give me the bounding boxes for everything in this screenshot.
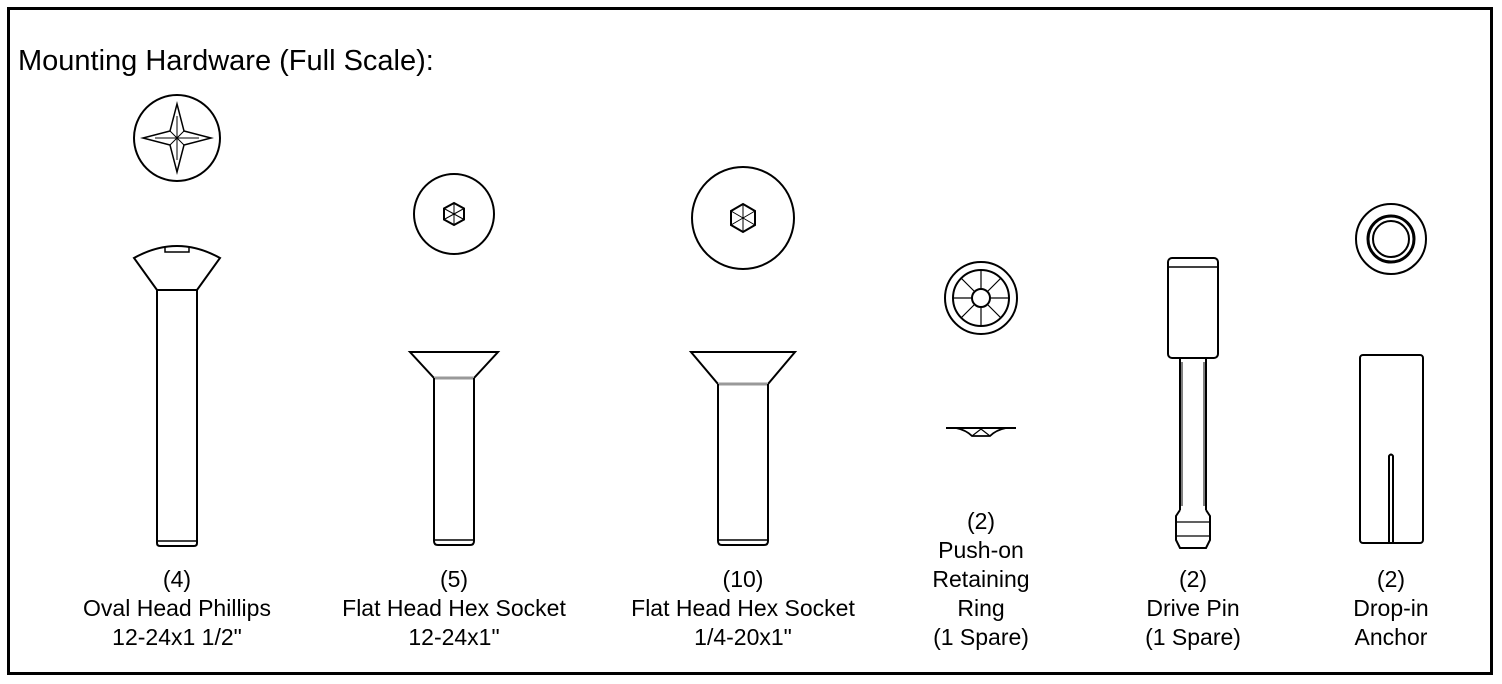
push-on-retaining-ring-icon (944, 261, 1018, 437)
label-name: Flat Head Hex Socket (342, 595, 566, 621)
label-size: 12-24x1 1/2" (112, 624, 242, 650)
label-name: Drive Pin (1146, 595, 1240, 621)
label-retaining-ring: (2) Push-on Retaining Ring (1 Spare) (932, 507, 1029, 652)
label-flat-head-hex-large: (10) Flat Head Hex Socket 1/4-20x1" (631, 565, 855, 652)
label-name: Oval Head Phillips (83, 595, 271, 621)
diagram-frame (7, 7, 1493, 675)
drop-in-anchor-icon (1355, 203, 1427, 544)
label-qty: (10) (722, 566, 764, 592)
label-size: 12-24x1" (408, 624, 500, 650)
label-drive-pin: (2) Drive Pin (1 Spare) (1145, 565, 1241, 652)
label-name-line1: Push-on (938, 537, 1024, 563)
label-qty: (4) (162, 566, 192, 592)
label-oval-head-phillips: (4) Oval Head Phillips 12-24x1 1/2" (83, 565, 271, 652)
label-name-line1: Drop-in (1353, 595, 1429, 621)
flat-head-hex-socket-screw-small-icon (407, 173, 501, 546)
label-size: 1/4-20x1" (694, 624, 792, 650)
label-spare: (1 Spare) (933, 624, 1029, 650)
label-drop-in-anchor: (2) Drop-in Anchor (1353, 565, 1428, 652)
label-name-line3: Ring (957, 595, 1005, 621)
label-qty: (2) (966, 508, 996, 534)
oval-head-phillips-screw-icon (132, 94, 222, 547)
diagram-title: Mounting Hardware (Full Scale): (18, 45, 434, 77)
label-qty: (5) (439, 566, 469, 592)
flat-head-hex-socket-screw-large-icon (688, 166, 798, 546)
label-spare: (1 Spare) (1145, 624, 1241, 650)
label-name: Flat Head Hex Socket (631, 595, 855, 621)
label-name-line2: Retaining (932, 566, 1030, 592)
drive-pin-icon (1167, 257, 1219, 549)
label-qty: (2) (1178, 566, 1208, 592)
label-name-line2: Anchor (1354, 624, 1428, 650)
label-qty: (2) (1376, 566, 1406, 592)
label-flat-head-hex-small: (5) Flat Head Hex Socket 12-24x1" (342, 565, 566, 652)
